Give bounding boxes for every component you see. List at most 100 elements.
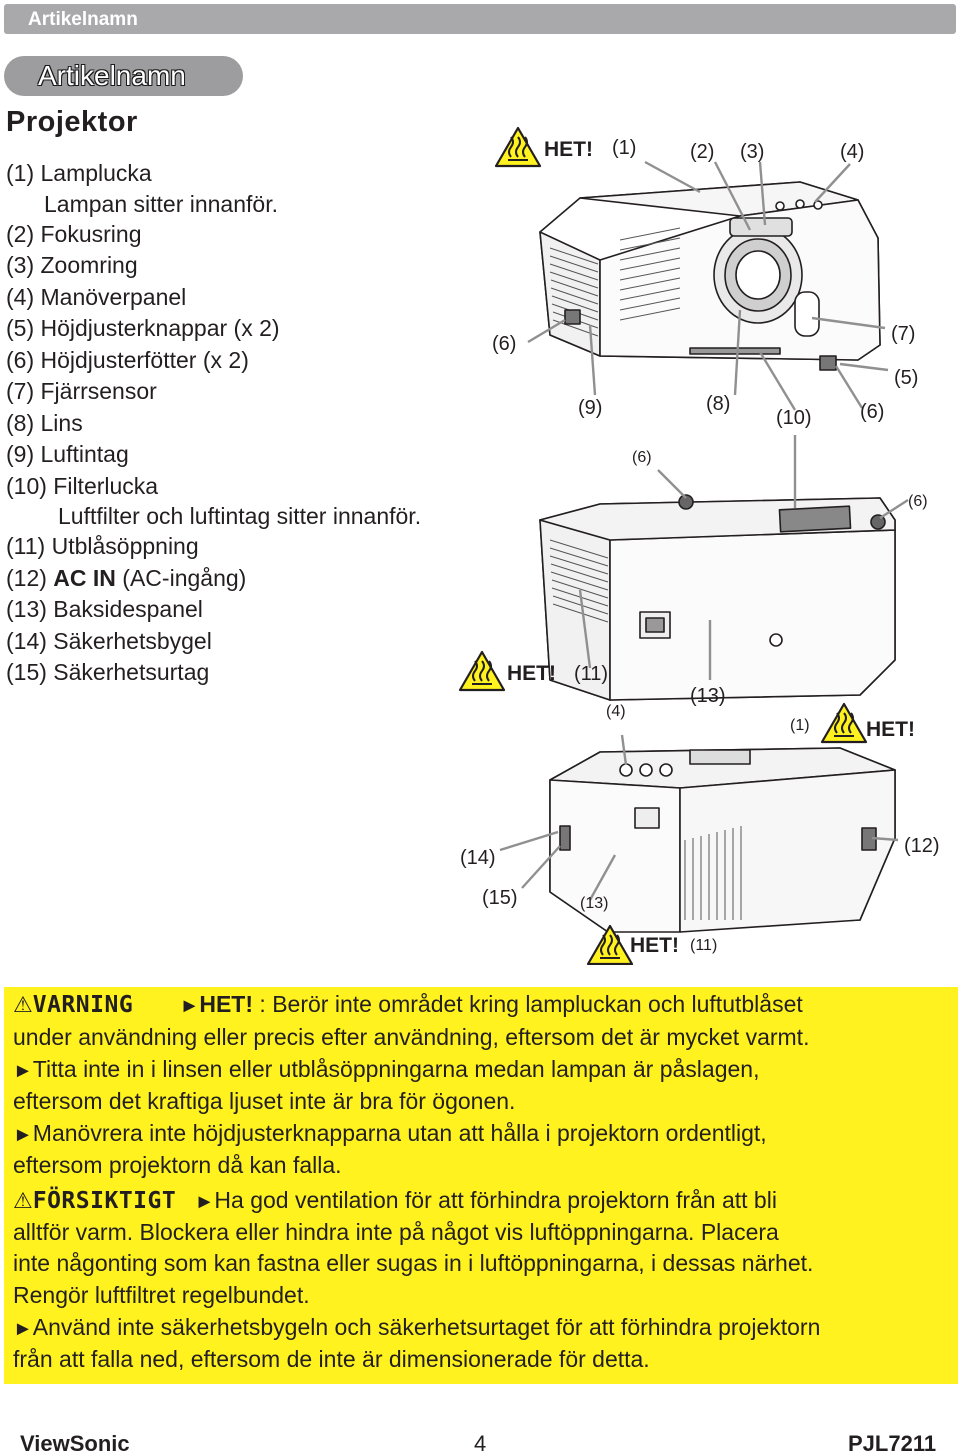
list-item: (2) Fokusring xyxy=(6,219,506,251)
caution-label: FÖRSIKTIGT xyxy=(32,1188,177,1214)
list-item: (12) AC IN (AC-ingång) xyxy=(6,563,506,595)
caution-line: alltför varm. Blockera eller hindra inte… xyxy=(13,1219,779,1245)
running-header: Artikelnamn xyxy=(4,4,956,34)
warning-line: ►Titta inte in i linsen eller utblåsöppn… xyxy=(13,1056,759,1083)
callout-label: (13) xyxy=(580,895,608,912)
callout-label: (1) xyxy=(790,717,810,734)
part-label: (4) Manöverpanel xyxy=(6,283,187,310)
callout-label: (2) xyxy=(690,141,714,163)
hot-label: HET! xyxy=(544,138,593,161)
list-item: (3) Zoomring xyxy=(6,250,506,282)
page-number: 4 xyxy=(474,1431,487,1454)
part-label: (12) xyxy=(6,564,54,591)
part-label-rest: (AC-ingång) xyxy=(115,564,247,591)
hot-warning-sign xyxy=(820,702,868,744)
callout-label: (1) xyxy=(612,137,636,159)
part-label: (13) Baksidespanel xyxy=(6,596,203,622)
part-label: (9) Luftintag xyxy=(6,441,129,467)
warning-line: under användning eller precis efter anvä… xyxy=(13,1024,810,1050)
parts-list: (1) Lamplucka Lampan sitter innanför. (2… xyxy=(6,158,506,689)
projector-diagram: HET! HET! HET! HET! (1) (2) (3) (4) (6) … xyxy=(458,126,940,965)
list-item: (15) Säkerhetsurtag xyxy=(6,657,506,689)
caution-line: ⚠FÖRSIKTIGT ►Ha god ventilation för att … xyxy=(13,1187,777,1214)
list-item: (8) Lins xyxy=(6,408,506,440)
warning-triangle-icon: ⚠ xyxy=(13,992,33,1017)
part-label: (14) Säkerhetsbygel xyxy=(6,627,212,654)
safety-warning-box: ⚠VARNING ►HET! : Berör inte området krin… xyxy=(4,987,958,1384)
callout-label: (6) xyxy=(632,449,652,466)
part-label-bold: AC IN xyxy=(53,564,116,591)
callout-label: (6) xyxy=(492,333,516,355)
caution-text: Använd inte säkerhetsbygeln och säkerhet… xyxy=(32,1314,821,1340)
callout-label: (3) xyxy=(740,141,764,163)
callout-label: (8) xyxy=(706,393,730,415)
part-label: (1) Lamplucka xyxy=(6,160,152,186)
arrow-icon: ► xyxy=(13,1060,33,1082)
leader-lines xyxy=(499,160,909,901)
warning-text: Titta inte in i linsen eller utblåsöppni… xyxy=(32,1056,760,1082)
warning-label: VARNING xyxy=(32,992,134,1018)
warning-line: ►Manövrera inte höjdjusterknapparna utan… xyxy=(13,1120,767,1147)
arrow-icon: ► xyxy=(179,995,200,1017)
callout-label: (10) xyxy=(776,407,812,429)
list-item: (11) Utblåsöppning xyxy=(6,531,506,563)
callout-label: (11) xyxy=(574,663,608,685)
part-label: (3) Zoomring xyxy=(6,252,138,278)
warning-text: Manövrera inte höjdjusterknapparna utan … xyxy=(32,1120,767,1146)
projector-bottom-illustration xyxy=(539,494,896,701)
part-sub: Lampan sitter innanför. xyxy=(44,190,278,217)
list-item: (1) Lamplucka Lampan sitter innanför. xyxy=(6,158,506,219)
list-item: (14) Säkerhetsbygel xyxy=(6,626,506,658)
footer-brand: ViewSonic xyxy=(20,1431,130,1454)
caution-line: från att falla ned, eftersom de inte är … xyxy=(13,1346,650,1372)
callout-label: (12) xyxy=(904,835,940,857)
page-title: Projektor xyxy=(6,106,138,138)
section-pill: Artikelnamn xyxy=(4,56,243,96)
hot-label: HET! xyxy=(866,718,915,741)
warning-text: : Berör inte området kring lampluckan oc… xyxy=(253,991,803,1017)
hot-label: HET! xyxy=(507,662,556,685)
list-item: (7) Fjärrsensor xyxy=(6,376,506,408)
callout-label: (4) xyxy=(840,141,864,163)
callout-label: (5) xyxy=(894,367,918,389)
callout-label: (13) xyxy=(690,685,726,707)
caution-line: ►Använd inte säkerhetsbygeln och säkerhe… xyxy=(13,1314,820,1341)
warning-line: eftersom projektorn då kan falla. xyxy=(13,1152,342,1178)
part-label: (11) Utblåsöppning xyxy=(6,533,199,559)
caution-line: Rengör luftfiltret regelbundet. xyxy=(13,1282,310,1308)
part-label: (7) Fjärrsensor xyxy=(6,378,157,404)
callout-label: (14) xyxy=(460,847,496,869)
hot-warning-sign xyxy=(458,650,506,692)
list-item: (5) Höjdjusterknappar (x 2) xyxy=(6,313,506,345)
part-sub: Luftfilter och luftintag sitter innanför… xyxy=(58,503,422,529)
list-item: (6) Höjdjusterfötter (x 2) xyxy=(6,345,506,377)
callout-label: (9) xyxy=(578,397,602,419)
callout-label: (15) xyxy=(482,887,518,909)
callout-label: (11) xyxy=(690,937,717,954)
part-label: (6) Höjdjusterfötter (x 2) xyxy=(6,346,249,373)
arrow-icon: ► xyxy=(13,1124,33,1146)
callout-labels: (1) (2) (3) (4) (6) (7) (5) (9) (8) (10)… xyxy=(460,137,940,954)
callout-label: (6) xyxy=(860,401,884,423)
callout-label: (7) xyxy=(891,323,915,345)
callout-label: (4) xyxy=(606,703,626,720)
part-label: (10) Filterlucka xyxy=(6,472,159,499)
hot-warning-sign xyxy=(494,126,542,168)
warning-line: eftersom det kraftiga ljuset inte är bra… xyxy=(13,1088,516,1114)
hot-label: HET! xyxy=(630,934,679,957)
list-item: (9) Luftintag xyxy=(6,439,506,471)
hot-label: HET! xyxy=(199,991,254,1017)
list-item: (10) Filterlucka Luftfilter och luftinta… xyxy=(6,471,506,532)
list-item: (13) Baksidespanel xyxy=(6,594,506,626)
list-item: (4) Manöverpanel xyxy=(6,282,506,314)
arrow-icon: ► xyxy=(194,1191,215,1213)
part-label: (8) Lins xyxy=(6,409,83,436)
part-label: (5) Höjdjusterknappar (x 2) xyxy=(6,315,280,341)
callout-label: (6) xyxy=(908,493,928,510)
running-title: Artikelnamn xyxy=(28,9,138,30)
section-pill-label: Artikelnamn xyxy=(38,60,186,91)
projector-rear-illustration xyxy=(549,747,896,933)
warning-triangle-icon: ⚠ xyxy=(13,1188,33,1213)
projector-front-illustration xyxy=(539,181,881,371)
footer-model: PJL7211 xyxy=(848,1431,937,1454)
